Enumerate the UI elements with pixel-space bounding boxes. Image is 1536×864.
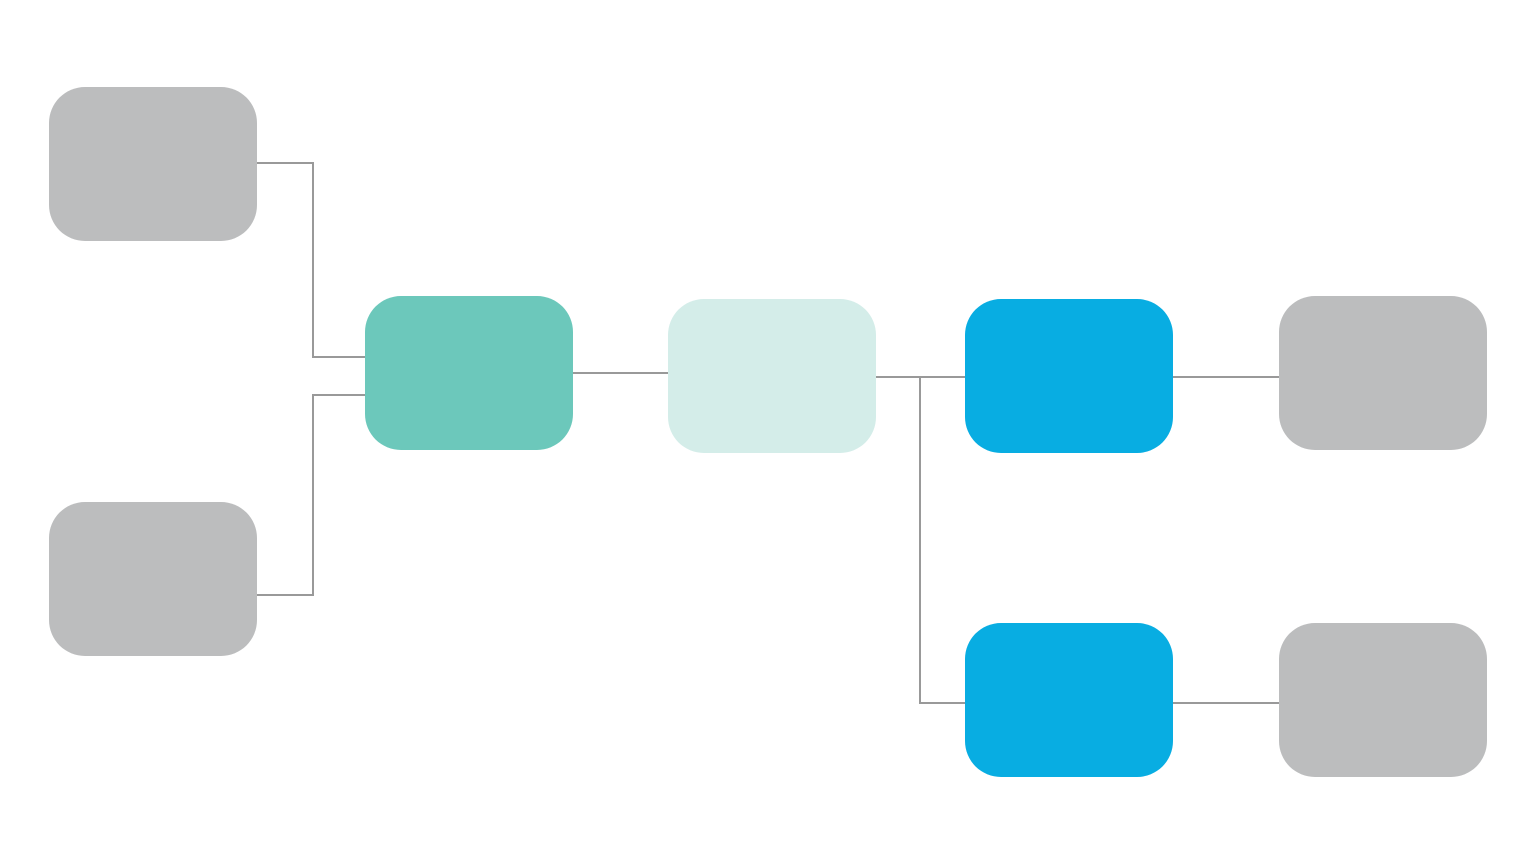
node-process [668, 299, 876, 453]
node-output-bottom [1279, 623, 1487, 777]
edge-process-to-branch-bottom [919, 377, 966, 704]
node-branch-top [965, 299, 1173, 453]
node-output-top [1279, 296, 1487, 450]
edge-source-top-to-merge [256, 162, 366, 358]
node-merge [365, 296, 573, 450]
node-branch-bottom [965, 623, 1173, 777]
node-source-bottom [49, 502, 257, 656]
node-source-top [49, 87, 257, 241]
edge-source-bottom-to-merge [256, 394, 366, 596]
